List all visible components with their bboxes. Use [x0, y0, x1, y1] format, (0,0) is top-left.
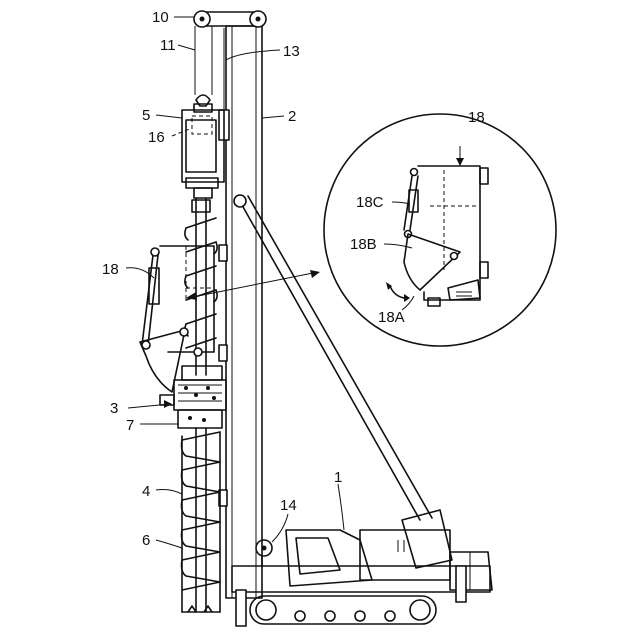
label-6: 6 — [142, 532, 150, 549]
label-11: 11 — [160, 37, 176, 54]
leader-mast — [219, 26, 262, 598]
label-4: 4 — [142, 483, 150, 500]
auger-drive-unit — [182, 110, 224, 198]
leader-lines — [126, 17, 414, 548]
detail-label-18b: 18B — [350, 236, 377, 253]
top-sheave-assembly — [194, 11, 266, 95]
detail-label-18c: 18C — [356, 194, 384, 211]
detail-view — [324, 114, 556, 346]
label-18: 18 — [102, 261, 119, 278]
label-7: 7 — [126, 417, 134, 434]
label-16: 16 — [148, 129, 165, 146]
label-10: 10 — [152, 9, 169, 26]
label-3: 3 — [110, 400, 118, 417]
detail-label-18a: 18A — [378, 309, 405, 326]
label-1: 1 — [334, 469, 342, 486]
label-5: 5 — [142, 107, 150, 124]
base-machine — [232, 530, 492, 602]
label-2: 2 — [288, 108, 296, 125]
backstay — [234, 195, 452, 568]
label-13: 13 — [283, 43, 300, 60]
crawler-track — [236, 590, 436, 626]
coupling-head — [160, 366, 226, 428]
label-14: 14 — [280, 497, 297, 514]
detail-label-18: 18 — [468, 109, 485, 126]
screw-auger — [182, 428, 221, 612]
